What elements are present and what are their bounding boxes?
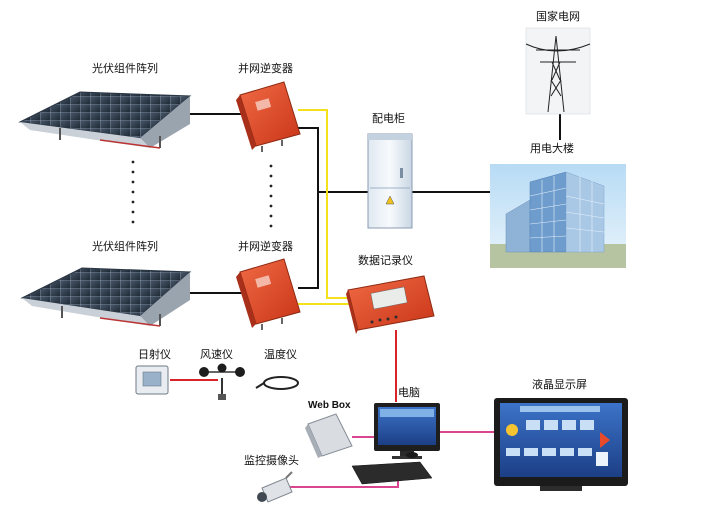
national-grid-label: 国家电网 bbox=[536, 9, 580, 23]
inverter-icon bbox=[236, 258, 301, 330]
lcd-display: 液晶显示屏 bbox=[494, 377, 628, 491]
thermometer-label: 温度仪 bbox=[264, 347, 297, 361]
building-label: 用电大楼 bbox=[530, 141, 574, 155]
monitor-icon bbox=[374, 403, 440, 459]
ellipsis-dots bbox=[131, 160, 273, 228]
computer: 电脑 bbox=[351, 386, 440, 485]
web-box-label: Web Box bbox=[308, 400, 351, 411]
wire-inverter-top-bus bbox=[298, 127, 319, 192]
thermometer: 温度仪 bbox=[255, 347, 299, 390]
camera-label: 监控摄像头 bbox=[244, 453, 299, 467]
distribution-cabinet: 配电柜 bbox=[367, 112, 413, 229]
pv-array-top-label: 光伏组件阵列 bbox=[92, 61, 158, 75]
wire-inverter-bottom-bus bbox=[298, 192, 319, 289]
pv-array-bottom: 光伏组件阵列 bbox=[20, 239, 192, 327]
distribution-cabinet-label: 配电柜 bbox=[372, 112, 405, 125]
keyboard-icon bbox=[351, 452, 433, 485]
pv-array-top: 光伏组件阵列 bbox=[18, 61, 192, 149]
probe-icon bbox=[255, 376, 299, 390]
display-icon bbox=[494, 398, 628, 491]
building-icon bbox=[490, 164, 626, 268]
solar-panel-icon bbox=[20, 267, 192, 327]
pv-array-bottom-label: 光伏组件阵列 bbox=[92, 239, 158, 253]
power-tower-icon bbox=[525, 27, 591, 115]
building: 用电大楼 bbox=[490, 141, 626, 268]
anemometer-label: 风速仪 bbox=[200, 348, 233, 361]
inverter-top-label: 并网逆变器 bbox=[238, 61, 293, 75]
national-grid: 国家电网 bbox=[525, 9, 591, 115]
inverter-bottom: 并网逆变器 bbox=[236, 239, 301, 330]
computer-label: 电脑 bbox=[398, 386, 420, 399]
inverter-top: 并网逆变器 bbox=[236, 61, 301, 152]
anemometer: 风速仪 bbox=[199, 348, 245, 400]
logger-icon bbox=[346, 275, 435, 334]
inverter-bottom-label: 并网逆变器 bbox=[238, 239, 293, 253]
web-box: Web Box bbox=[305, 400, 353, 458]
camera-icon bbox=[257, 471, 293, 503]
data-logger-label: 数据记录仪 bbox=[358, 253, 413, 267]
camera: 监控摄像头 bbox=[244, 453, 299, 503]
irradiance-meter: 日射仪 bbox=[135, 347, 171, 395]
solar-panel-icon bbox=[18, 91, 192, 149]
data-line-yellow-top bbox=[298, 109, 352, 299]
cabinet-icon bbox=[367, 133, 413, 229]
anemometer-icon bbox=[199, 363, 245, 400]
lcd-display-label: 液晶显示屏 bbox=[532, 377, 587, 391]
irradiance-meter-label: 日射仪 bbox=[138, 347, 171, 361]
inverter-icon bbox=[236, 81, 301, 152]
data-logger: 数据记录仪 bbox=[346, 253, 435, 334]
sensor-icon bbox=[135, 365, 169, 395]
webbox-icon bbox=[305, 413, 353, 458]
